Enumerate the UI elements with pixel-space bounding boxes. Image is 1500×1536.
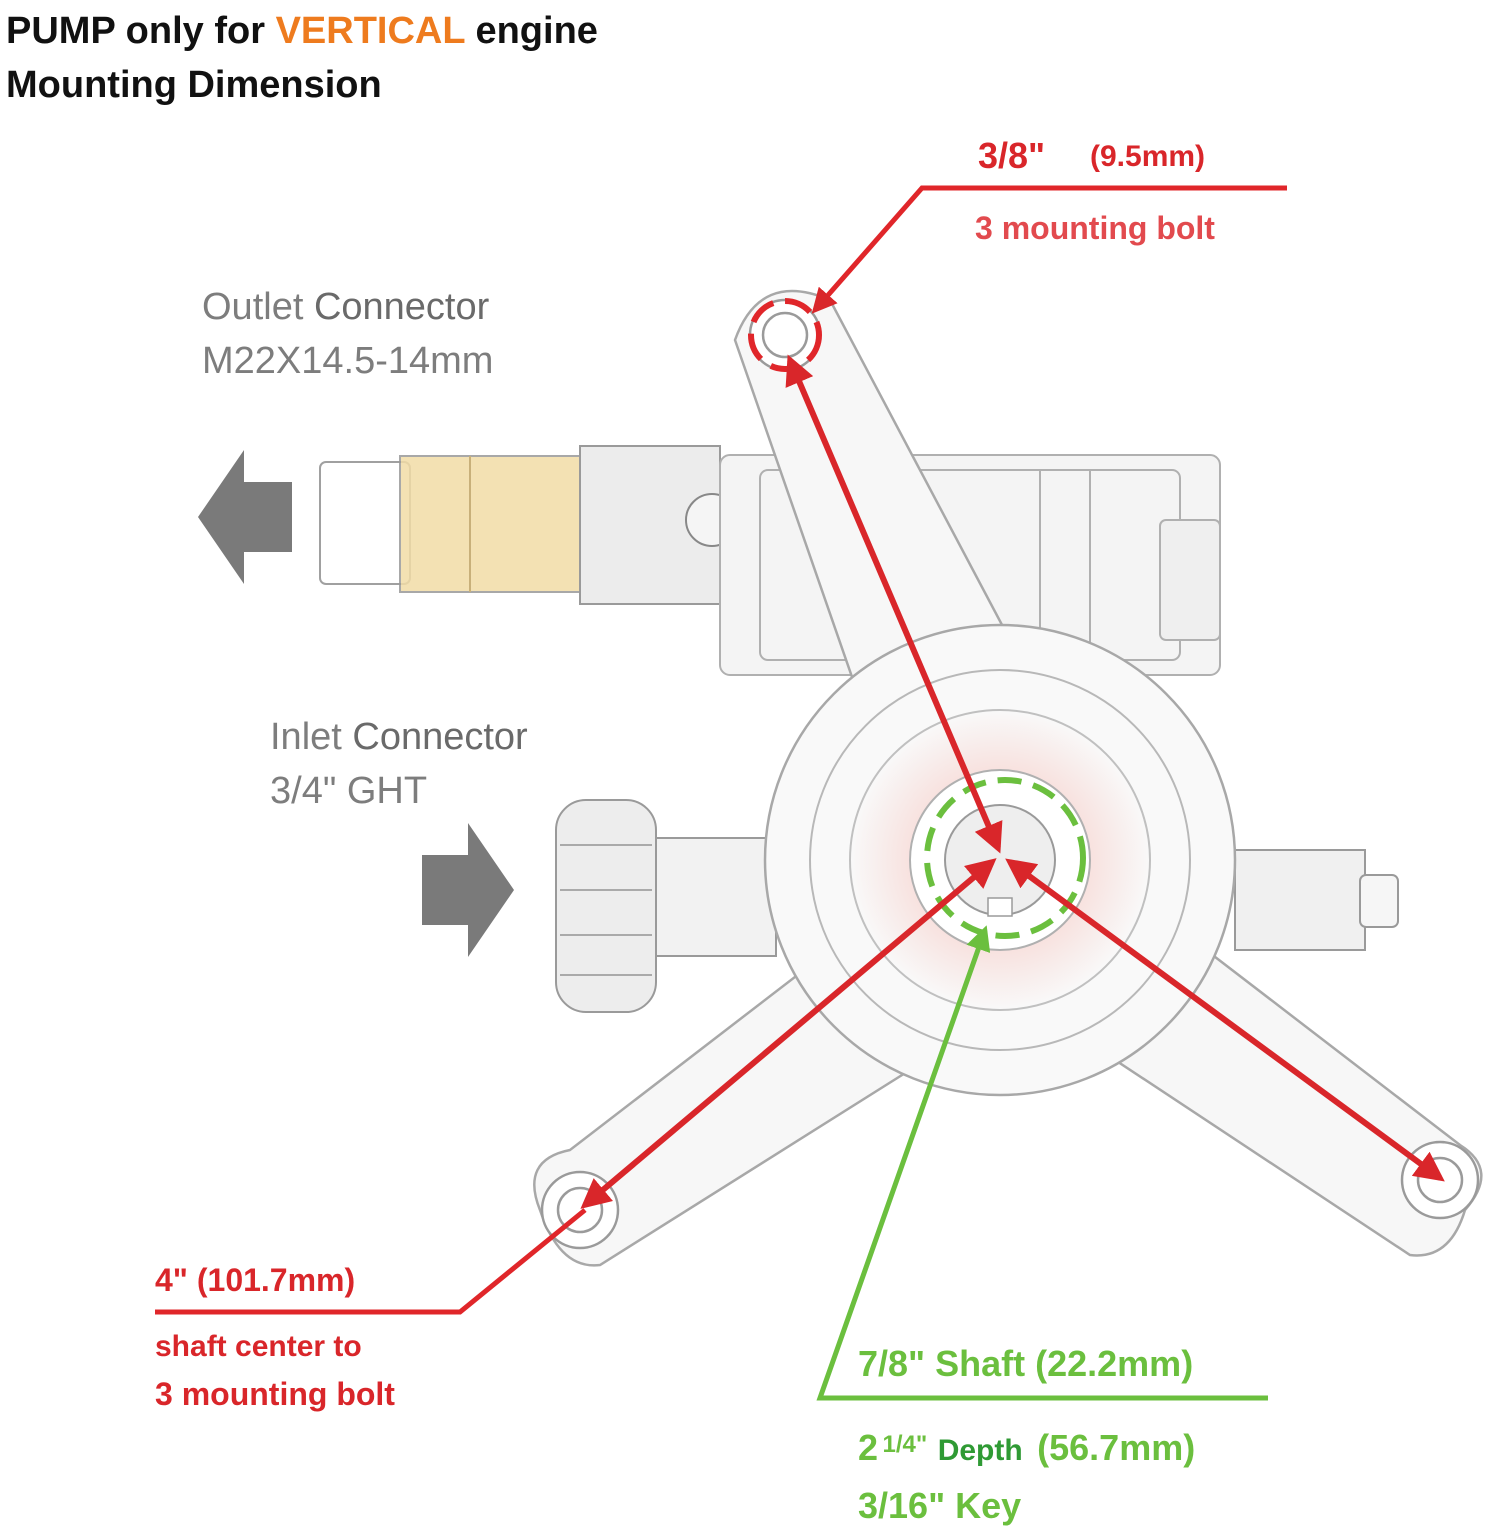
shaft-depth-whole: 2	[858, 1427, 879, 1468]
title-highlight: VERTICAL	[275, 10, 465, 52]
shaft-depth-fraction: 1/4"	[882, 1431, 928, 1458]
bolt-size-metric: (9.5mm)	[1090, 140, 1206, 173]
bolt-distance-metric: (101.7mm)	[196, 1262, 356, 1298]
right-fitting	[1234, 849, 1399, 951]
shaft-depth-word: Depth	[937, 1434, 1023, 1467]
outlet-label: Outlet Connector	[202, 288, 489, 326]
shaft-depth: 2 1/4" Depth (56.7mm)	[858, 1430, 1195, 1466]
bolt-distance-caption-2: 3 mounting bolt	[155, 1376, 395, 1412]
shaft-leader	[816, 925, 1268, 1401]
inlet-fitting	[555, 799, 777, 1013]
shaft-depth-metric: (56.7mm)	[1037, 1427, 1196, 1468]
page-title: PUMP only for VERTICAL engine	[6, 12, 598, 50]
outlet-label-connector: Connector	[313, 286, 490, 328]
central-hub	[763, 623, 1237, 1097]
inlet-label-word: Inlet	[270, 716, 342, 758]
outlet-fitting	[319, 445, 739, 605]
inlet-spec: 3/4" GHT	[270, 770, 428, 812]
bolt-distance-leader	[155, 1208, 587, 1315]
bolt-distance-caption-1: shaft center to	[155, 1330, 362, 1363]
inlet-arrow	[422, 823, 514, 957]
shaft-diameter: 7/8" Shaft (22.2mm)	[858, 1343, 1194, 1384]
page-subtitle: Mounting Dimension	[6, 64, 382, 106]
title-suffix: engine	[475, 10, 598, 52]
bolt-distance-imperial: 4"	[155, 1262, 188, 1298]
shaft-key: 3/16" Key	[858, 1485, 1022, 1526]
outlet-arrow	[198, 450, 292, 584]
bolt-size-leader	[811, 185, 1287, 314]
bolt-count-caption: 3 mounting bolt	[975, 210, 1215, 246]
outlet-label-word: Outlet	[202, 286, 304, 328]
bolt-distance-arrows	[580, 354, 1445, 1209]
bolt-size-imperial: 3/8"	[978, 135, 1046, 176]
title-prefix: PUMP only for	[6, 10, 265, 52]
bolt-size-marker	[748, 298, 822, 372]
shaft-diameter-marker	[924, 777, 1086, 939]
inlet-label-connector: Connector	[352, 716, 528, 758]
inlet-label: Inlet Connector	[270, 718, 528, 756]
bolt-distance-label: 4" (101.7mm)	[155, 1264, 355, 1296]
outlet-spec: M22X14.5-14mm	[202, 340, 494, 382]
